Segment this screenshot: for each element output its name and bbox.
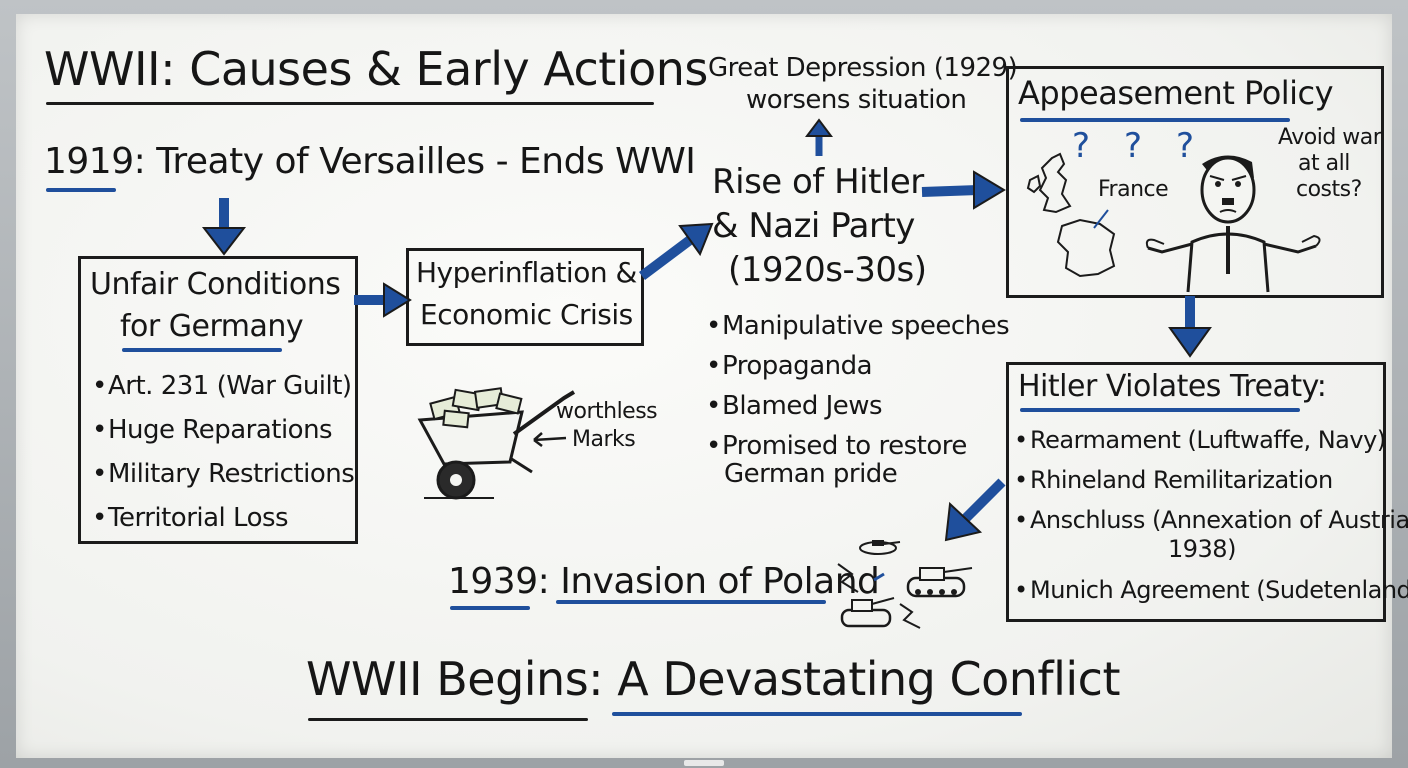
- treaty-line: 1919: Treaty of Versailles - Ends WWI: [44, 141, 696, 182]
- list-item: Territorial Loss: [92, 496, 354, 540]
- hitler-rise-list: Manipulative speeches Propaganda Blamed …: [706, 306, 1010, 466]
- title-underline: [46, 102, 654, 105]
- hyperinflation-line1: Hyperinflation &: [416, 256, 637, 289]
- treaty-year-underline: [46, 188, 116, 192]
- whiteboard: WWII: Causes & Early Actions 1919: Treat…: [16, 14, 1408, 758]
- unfair-heading-underline: [122, 348, 282, 352]
- poland-year: 1939: [448, 561, 538, 602]
- appeasement-quote-line2: at all: [1298, 151, 1350, 176]
- unfair-heading-line2: for Germany: [120, 309, 304, 344]
- list-item: Military Restrictions: [92, 452, 355, 496]
- hitler-caricature: [1145, 155, 1321, 293]
- list-item: Manipulative speeches: [706, 306, 1010, 346]
- question-mark: ?: [1176, 126, 1194, 166]
- arrow-unfair-to-hyperinflation: [354, 282, 412, 318]
- treaty-text: : Treaty of Versailles - Ends WWI: [133, 141, 696, 182]
- treaty-year: 1919: [44, 141, 134, 182]
- violations-item-continued: 1938): [1168, 535, 1236, 563]
- list-item: Propaganda: [706, 346, 1009, 386]
- arrow-hyperinflation-to-rise: [639, 222, 714, 280]
- list-item: Munich Agreement (Sudetenland): [1014, 572, 1408, 608]
- france-label: France: [1098, 177, 1169, 202]
- violations-list: Rearmament (Luftwaffe, Navy) Rhineland R…: [1014, 420, 1408, 540]
- depression-line1: Great Depression (1929): [708, 53, 1018, 83]
- appeasement-title: Appeasement Policy: [1018, 74, 1334, 112]
- appeasement-quote-line3: costs?: [1296, 177, 1362, 202]
- list-item: Rhineland Remilitarization: [1014, 460, 1408, 500]
- poland-line: 1939: Invasion of Poland: [448, 561, 880, 602]
- violations-title: Hitler Violates Treaty:: [1018, 369, 1327, 404]
- arrow-appeasement-to-violations: [1168, 296, 1212, 358]
- unfair-heading-line1: Unfair Conditions: [90, 267, 341, 302]
- conclusion-underline-blue: [612, 712, 1022, 716]
- poland-year-underline: [450, 606, 530, 610]
- tanks-illustration: [837, 540, 973, 629]
- hyperinflation-box: [406, 248, 644, 346]
- question-mark: ?: [1124, 126, 1142, 166]
- depression-up-arrow: [805, 118, 833, 156]
- depression-line2: worsens situation: [746, 85, 967, 115]
- violations-underline: [1020, 408, 1300, 412]
- poland-text-underline: [556, 600, 826, 604]
- unfair-conditions-list: Art. 231 (War Guilt) Huge Reparations Mi…: [92, 364, 355, 540]
- rise-hitler-line3: (1920s-30s): [728, 250, 927, 290]
- appeasement-underline: [1020, 118, 1290, 122]
- unfair-conditions-box: [78, 256, 358, 544]
- rise-hitler-line2: & Nazi Party: [712, 206, 915, 246]
- poland-text: : Invasion of Poland: [537, 561, 880, 602]
- worthless-marks-line2: Marks: [572, 427, 636, 452]
- arrow-treaty-to-unfair: [201, 198, 247, 256]
- marker-tray-cap: [684, 760, 724, 766]
- map-sketch: [1026, 152, 1116, 278]
- worthless-marks-line1: worthless: [556, 399, 658, 424]
- wheelbarrow-illustration: [417, 387, 576, 500]
- list-item: Anschluss (Annexation of Austria,: [1014, 500, 1408, 540]
- hitler-rise-item-continued: German pride: [724, 459, 898, 489]
- wheelbarrow-pointer-arrow: [533, 432, 567, 447]
- arrow-rise-to-appeasement: [921, 170, 1006, 210]
- question-mark: ?: [1072, 126, 1090, 166]
- hyperinflation-line2: Economic Crisis: [420, 298, 633, 331]
- conclusion-heading: WWII Begins: A Devastating Conflict: [306, 652, 1121, 706]
- violations-list-tail: Munich Agreement (Sudetenland): [1014, 572, 1408, 608]
- conclusion-underline-black: [308, 718, 588, 721]
- appeasement-quote-line1: Avoid war: [1278, 125, 1382, 150]
- list-item: Art. 231 (War Guilt): [92, 364, 354, 408]
- list-item: Blamed Jews: [706, 386, 1009, 426]
- list-item: Huge Reparations: [92, 408, 354, 452]
- page-title: WWII: Causes & Early Actions: [44, 42, 708, 96]
- rise-hitler-line1: Rise of Hitler: [712, 162, 924, 202]
- arrow-violations-to-invasion: [944, 478, 1006, 542]
- list-item: Promised to restore: [706, 426, 1009, 466]
- list-item: Rearmament (Luftwaffe, Navy): [1014, 420, 1408, 460]
